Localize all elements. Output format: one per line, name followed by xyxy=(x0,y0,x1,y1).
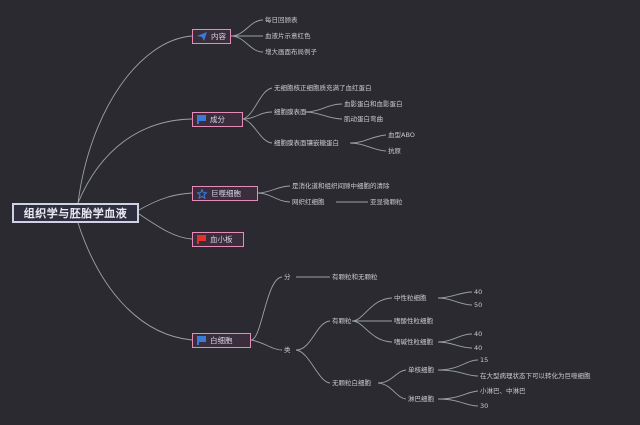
leaf-text: 有颗粒 xyxy=(332,317,352,325)
branch-node-macrophage[interactable]: 巨噬细胞 xyxy=(192,186,258,201)
leaf-text: 类 xyxy=(284,346,291,354)
branch-node-platelet[interactable]: 血小板 xyxy=(192,232,244,247)
leaf-text: 有颗粒和无颗粒 xyxy=(332,273,378,281)
star-icon xyxy=(196,187,208,199)
leaf-text: 细胞膜表面 xyxy=(274,108,307,116)
leaf-text: 无颗粒白细胞 xyxy=(332,379,371,387)
leaf-text: 无细胞核正细胞质充满了血红蛋白 xyxy=(274,84,372,92)
leaf-text: 抗原 xyxy=(388,147,401,155)
flag-icon xyxy=(197,115,206,124)
branch-node-leukocyte[interactable]: 白细胞 xyxy=(192,333,251,348)
branch-node-content[interactable]: 内容 xyxy=(192,29,231,44)
leaf-text: 嗜碱性粒细胞 xyxy=(394,338,433,346)
flag-icon xyxy=(197,235,206,244)
flag-icon xyxy=(197,336,206,345)
leaf-text: 血液片示意红色 xyxy=(265,32,311,40)
leaf-text: 单核细胞 xyxy=(408,366,434,374)
leaf-text: 中性粒细胞 xyxy=(394,294,427,302)
leaf-text: 亚显微颗粒 xyxy=(370,198,403,206)
leaf-text: 15 xyxy=(480,356,489,364)
leaf-text: 淋巴细胞 xyxy=(408,395,434,403)
branch-node-composition[interactable]: 成分 xyxy=(192,112,243,127)
leaf-text: 在大型病理状态下可以转化为巨噬细胞 xyxy=(480,372,591,380)
leaf-text: 40 xyxy=(474,344,483,352)
root-topic[interactable]: 组织学与胚胎学血液 xyxy=(12,203,139,223)
leaf-text: 血影蛋白和血影蛋白 xyxy=(344,100,403,108)
leaf-text: 细胞膜表面镶嵌糖蛋白 xyxy=(274,139,339,147)
leaf-text: 40 xyxy=(474,330,483,338)
leaf-text: 网织红细胞 xyxy=(292,198,325,206)
paper-plane-icon xyxy=(197,32,207,41)
branch-label: 巨噬细胞 xyxy=(211,189,241,198)
leaf-text: 嗜酸性粒细胞 xyxy=(394,317,433,325)
branch-label: 白细胞 xyxy=(210,336,233,345)
leaf-text: 30 xyxy=(480,402,489,410)
leaf-text: 分 xyxy=(284,273,291,281)
leaf-text: 肌动蛋白弯曲 xyxy=(344,115,383,123)
branch-label: 血小板 xyxy=(210,235,233,244)
branch-label: 内容 xyxy=(211,32,226,41)
leaf-text: 是消化道和组织间隙中细胞的清除 xyxy=(292,182,390,190)
branch-label: 成分 xyxy=(210,115,225,124)
leaf-text: 每日回顾表 xyxy=(265,16,298,24)
leaf-text: 小淋巴、中淋巴 xyxy=(480,387,526,395)
leaf-text: 40 xyxy=(474,288,483,296)
leaf-text: 血型ABO xyxy=(388,131,415,139)
leaf-text: 增大画面布局例子 xyxy=(265,48,317,56)
leaf-text: 50 xyxy=(474,301,483,309)
